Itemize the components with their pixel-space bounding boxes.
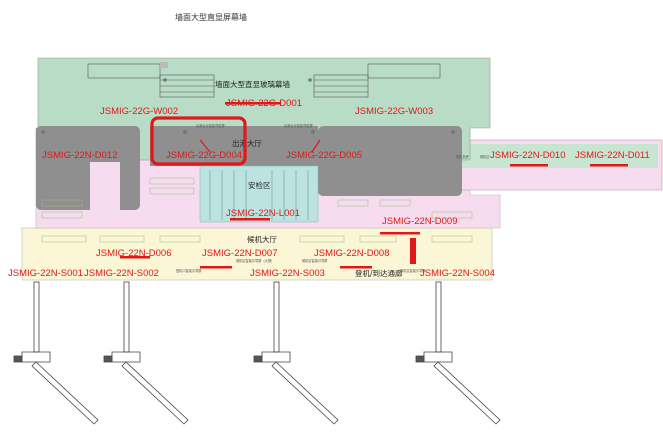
label-22n-s004: JSMIG-22N-S004 bbox=[420, 268, 495, 279]
note-1: 出港大厅智能导航屏 bbox=[196, 123, 225, 128]
zone-top-wall: 墙面大型直显玻璃幕墙 bbox=[215, 79, 290, 89]
label-22g-d001: JSMIG-22G-D001 bbox=[226, 98, 302, 109]
checkin-counters bbox=[87, 63, 441, 98]
label-22n-s003: JSMIG-22N-S003 bbox=[250, 268, 325, 279]
security-lanes bbox=[209, 170, 309, 220]
note-4: 登机口智能引导屏 bbox=[176, 268, 202, 273]
screen-markers bbox=[120, 102, 628, 269]
zone-arrival-hall: 候机大厅 bbox=[247, 234, 277, 244]
note-7: 候机区智能引导屏 bbox=[400, 268, 426, 273]
note-6: 候机区智能引导屏 bbox=[302, 258, 328, 263]
label-22n-s002: JSMIG-22N-S002 bbox=[84, 268, 159, 279]
plan-title: 墙面大型直显屏幕墙 bbox=[175, 12, 247, 22]
label-22g-w003: JSMIG-22G-W003 bbox=[355, 106, 433, 117]
zone-departure-hall: 出港大厅 bbox=[232, 138, 262, 148]
label-22n-d010: JSMIG-22N-D010 bbox=[490, 150, 566, 161]
grey-block-left bbox=[36, 126, 140, 210]
label-22n-d009: JSMIG-22N-D009 bbox=[382, 216, 458, 227]
label-22n-d006: JSMIG-22N-D006 bbox=[96, 248, 172, 259]
grey-block-center bbox=[150, 126, 318, 166]
seating-rows bbox=[41, 177, 473, 243]
security-zone bbox=[199, 165, 319, 223]
jet-bridges bbox=[13, 281, 501, 425]
screen-icons bbox=[41, 78, 455, 134]
counter-marker bbox=[160, 62, 168, 68]
label-22n-d012: JSMIG-22N-D012 bbox=[42, 150, 118, 161]
note-5: 候机区智能引导屏（大屏） bbox=[236, 258, 274, 263]
note-8: 候机区 bbox=[480, 154, 490, 159]
note-3: 值机岛旁 bbox=[456, 154, 470, 159]
label-22n-d008: JSMIG-22N-D008 bbox=[314, 248, 390, 259]
label-22n-d011: JSMIG-22N-D011 bbox=[575, 150, 650, 161]
label-22n-s001: JSMIG-22N-S001 bbox=[8, 268, 83, 279]
label-22g-d004: JSMIG-22G-D004 bbox=[166, 150, 242, 161]
label-22g-d005: JSMIG-22G-D005 bbox=[286, 150, 362, 161]
label-22n-l001: JSMIG-22N-L001 bbox=[226, 208, 300, 219]
label-22n-d007: JSMIG-22N-D007 bbox=[202, 248, 278, 259]
note-2: 出港大厅智能导航屏 bbox=[284, 123, 313, 128]
pink-notch bbox=[90, 162, 120, 210]
zone-security: 安检区 bbox=[248, 180, 271, 190]
highlight-box bbox=[150, 116, 247, 166]
zone-glass-wall: 登机/到达通廊 bbox=[355, 268, 403, 278]
grey-block-right bbox=[318, 126, 462, 196]
label-22g-w002: JSMIG-22G-W002 bbox=[100, 106, 178, 117]
red-diagonals bbox=[199, 139, 321, 153]
